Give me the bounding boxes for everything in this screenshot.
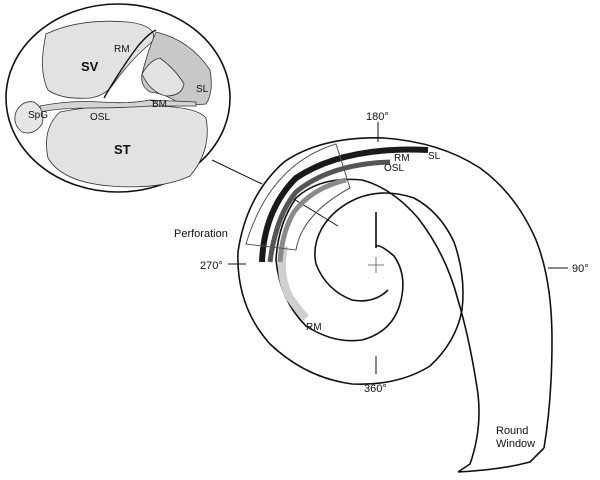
band-label-sl: SL [428,151,441,162]
label-sl-inset: SL [196,84,209,95]
angle-180: 180° [366,111,389,123]
band-sl [259,146,429,263]
cross-section-inset: SV ST RM SL BM OSL SpG [5,3,231,193]
band-osl [277,177,347,263]
angle-90: 90° [572,263,589,275]
band-rm [267,159,391,263]
round-window-label-line2: Window [496,438,535,450]
perforation-label: Perforation [174,228,228,240]
band-rm-light [278,245,309,321]
label-osl-inset: OSL [90,112,110,123]
angle-360: 360° [364,383,387,395]
band-label-osl: OSL [384,163,404,174]
label-bm: BM [152,99,167,110]
round-window-label-line1: Round [496,425,528,437]
cochlear-spiral: 180° 90° 270° 360° SL RM OSL RM Perforat… [174,111,589,473]
perforation-bracket [245,143,351,251]
outer-wall-path-2 [237,137,553,449]
angle-270: 270° [200,260,223,272]
label-rm-inset: RM [114,44,130,55]
spiral-ganglion-shape [14,101,44,134]
bm-pointer [149,99,157,103]
osseous-spiral-lamina [39,99,197,113]
band-label-rm-lower: RM [306,322,322,333]
connector-line-lower [291,197,339,227]
scala-media-shape [141,57,185,97]
scala-vestibuli-shape [42,20,154,99]
round-window-bottom [457,447,545,473]
reissner-membrane-line [103,29,157,99]
band-label-rm: RM [394,153,410,164]
label-sv: SV [81,59,99,74]
outer-wall-path [275,178,480,473]
label-st: ST [114,142,131,157]
label-spg: SpG [28,110,48,121]
connector-line-upper [211,159,263,185]
